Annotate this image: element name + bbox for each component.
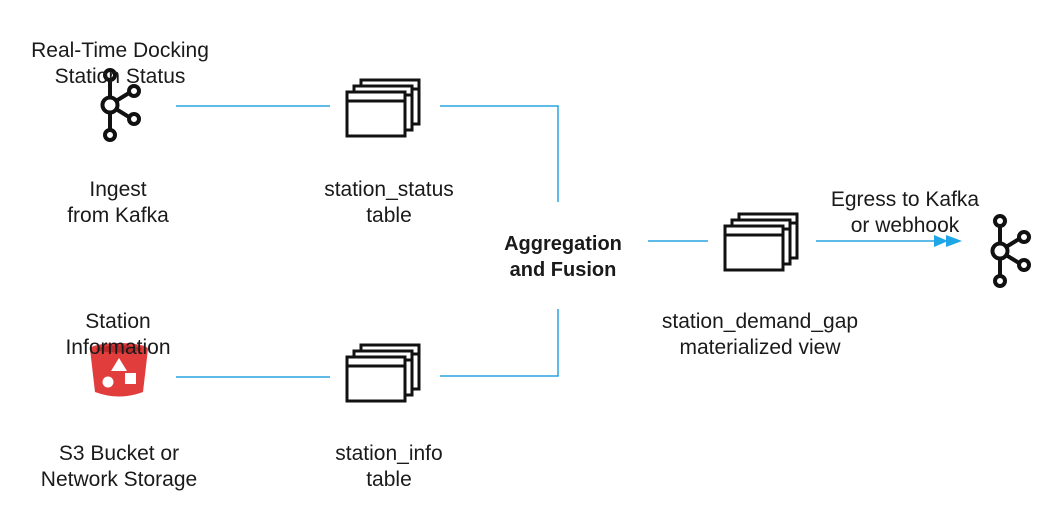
- pipeline-diagram: [90, 68, 1031, 403]
- arrowhead-icon: [934, 235, 962, 247]
- connector-status-to-fusion: [440, 105, 559, 202]
- materialized-view-icon: [723, 212, 799, 272]
- station-status-table-icon: [345, 78, 421, 138]
- s3-bucket-icon: [90, 343, 148, 397]
- station-info-table-icon: [345, 343, 421, 403]
